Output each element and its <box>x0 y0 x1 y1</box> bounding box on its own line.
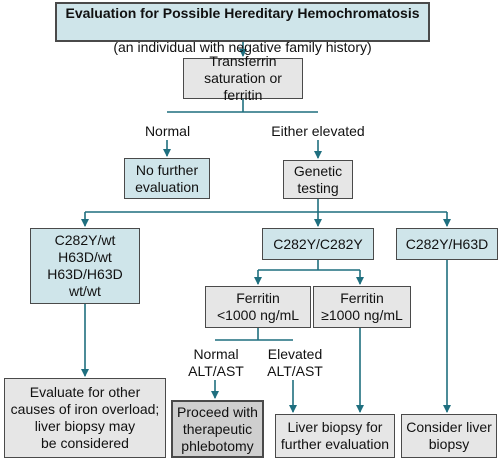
node-c282y-homozygous: C282Y/C282Y <box>262 228 374 260</box>
node-liver-biopsy: Liver biopsy for further evaluation <box>275 414 395 458</box>
node-evaluate-other-causes: Evaluate for other causes of iron overlo… <box>4 378 166 458</box>
label-normal: Normal <box>144 123 191 139</box>
node-consider-liver-biopsy: Consider liver biopsy <box>401 414 497 458</box>
label-either-elevated: Either elevated <box>271 123 365 139</box>
node-c282y-h63d: C282Y/H63D <box>396 228 498 260</box>
chart-subtitle: (an individual with negative family hist… <box>113 39 372 55</box>
node-ferritin-low: Ferritin <1000 ng/mL <box>205 286 311 328</box>
node-ferritin-high: Ferritin ≥1000 ng/mL <box>313 286 411 328</box>
label-normal-alt-ast: Normal ALT/AST <box>188 346 244 379</box>
chart-title: Evaluation for Possible Hereditary Hemoc… <box>65 5 420 21</box>
node-heterozygous-genotypes: C282Y/wt H63D/wt H63D/H63D wt/wt <box>30 228 140 304</box>
label-elevated-alt-ast: Elevated ALT/AST <box>267 346 323 379</box>
node-genetic-testing: Genetic testing <box>283 160 353 199</box>
node-no-further-evaluation: No further evaluation <box>124 158 210 199</box>
node-transferrin: Transferrin saturation or ferritin <box>183 53 303 103</box>
node-therapeutic-phlebotomy: Proceed with therapeutic phlebotomy <box>171 400 264 458</box>
chart-title-box: Evaluation for Possible Hereditary Hemoc… <box>55 2 430 55</box>
